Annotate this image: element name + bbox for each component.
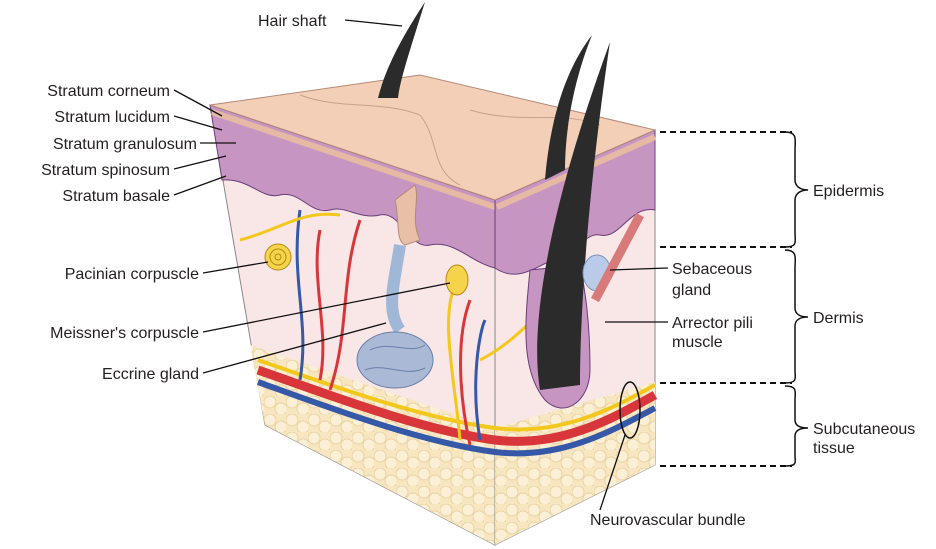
label-stratum-granulosum: Stratum granulosum xyxy=(53,136,197,153)
subcutaneous-fat-left xyxy=(250,345,495,545)
label-stratum-corneum: Stratum corneum xyxy=(47,83,170,100)
label-arrector-pili-line1: Arrector pili xyxy=(672,315,753,332)
pacinian-corpuscle xyxy=(264,243,292,271)
label-subcutaneous-line2: tissue xyxy=(813,440,855,457)
label-epidermis: Epidermis xyxy=(813,183,884,200)
braces xyxy=(784,131,809,467)
eccrine-gland xyxy=(356,244,434,389)
skin-surface xyxy=(209,74,657,201)
label-stratum-spinosum: Stratum spinosum xyxy=(41,162,170,179)
label-hair-shaft: Hair shaft xyxy=(258,13,327,30)
label-pacinian-corpuscle: Pacinian corpuscle xyxy=(65,266,199,283)
label-sebaceous-gland-line1: Sebaceous xyxy=(672,261,752,278)
label-eccrine-gland: Eccrine gland xyxy=(102,366,199,383)
label-stratum-basale: Stratum basale xyxy=(62,188,170,205)
label-meissner-corpuscle: Meissner's corpuscle xyxy=(50,325,199,342)
subcutaneous-fat-right xyxy=(495,382,655,545)
layer-divider-lines xyxy=(660,131,792,467)
meissner-corpuscle xyxy=(445,264,469,296)
label-sebaceous-gland-line2: gland xyxy=(672,282,711,299)
epidermis-left xyxy=(209,104,496,269)
label-subcutaneous-line1: Subcutaneous xyxy=(813,421,915,438)
label-dermis: Dermis xyxy=(813,310,864,327)
hair-shaft-right xyxy=(537,42,610,390)
label-stratum-lucidum: Stratum lucidum xyxy=(54,109,170,126)
hair-shaft-left xyxy=(378,2,425,98)
arrector-pili xyxy=(591,212,644,303)
hair-follicle xyxy=(378,2,644,409)
leader-lines xyxy=(173,19,669,511)
label-neurovascular-bundle: Neurovascular bundle xyxy=(590,512,746,529)
label-arrector-pili-line2: muscle xyxy=(672,334,723,351)
